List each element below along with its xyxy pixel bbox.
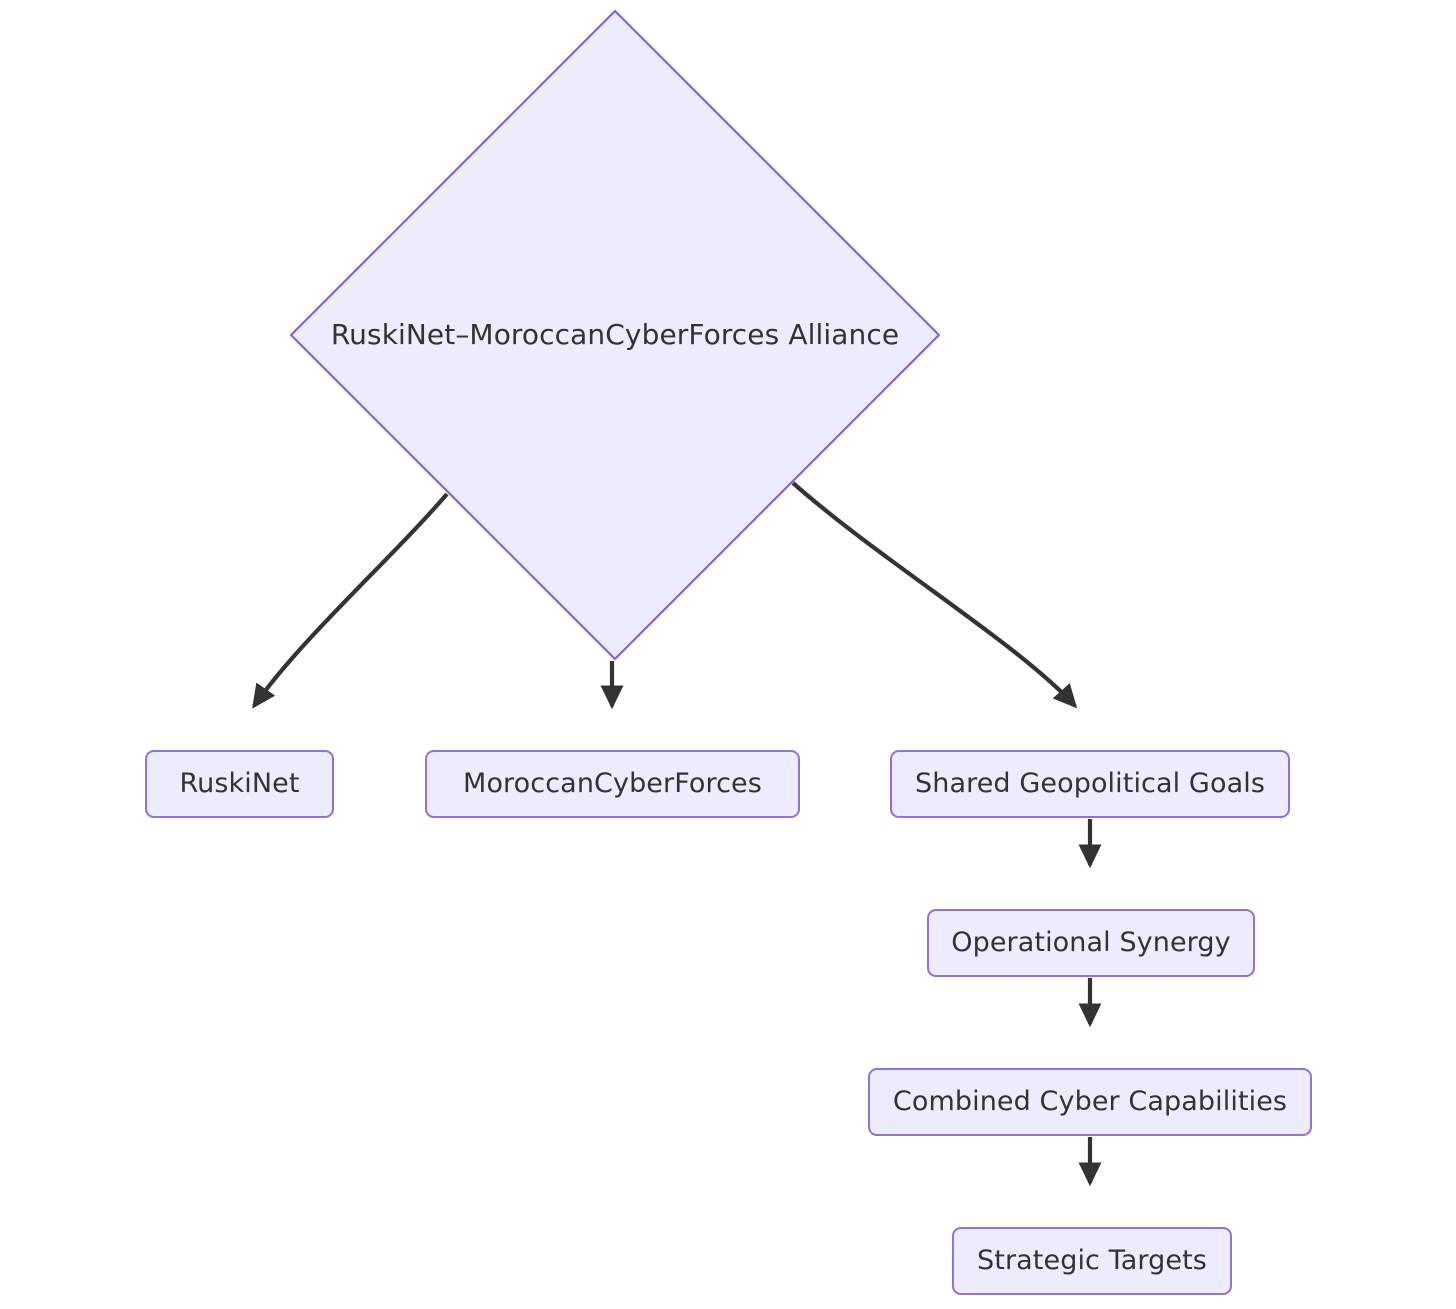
node-strategic-targets[interactable]: Strategic Targets — [952, 1227, 1232, 1295]
node-moroccancyberforces[interactable]: MoroccanCyberForces — [425, 750, 800, 818]
node-moroccancyberforces-label: MoroccanCyberForces — [463, 768, 762, 800]
node-operational-synergy[interactable]: Operational Synergy — [927, 909, 1255, 977]
node-alliance[interactable]: RuskiNet–MoroccanCyberForces Alliance — [290, 10, 940, 660]
diamond-shape — [290, 10, 940, 660]
node-ruskinet-label: RuskiNet — [179, 768, 300, 800]
node-operational-synergy-label: Operational Synergy — [951, 927, 1231, 959]
node-shared-geopolitical-goals[interactable]: Shared Geopolitical Goals — [890, 750, 1290, 818]
node-combined-cyber-capabilities[interactable]: Combined Cyber Capabilities — [868, 1068, 1312, 1136]
node-alliance-label: RuskiNet–MoroccanCyberForces Alliance — [330, 317, 900, 351]
node-shared-geopolitical-goals-label: Shared Geopolitical Goals — [915, 768, 1265, 800]
node-strategic-targets-label: Strategic Targets — [977, 1245, 1207, 1277]
node-ruskinet[interactable]: RuskiNet — [145, 750, 334, 818]
node-combined-cyber-capabilities-label: Combined Cyber Capabilities — [892, 1086, 1288, 1118]
